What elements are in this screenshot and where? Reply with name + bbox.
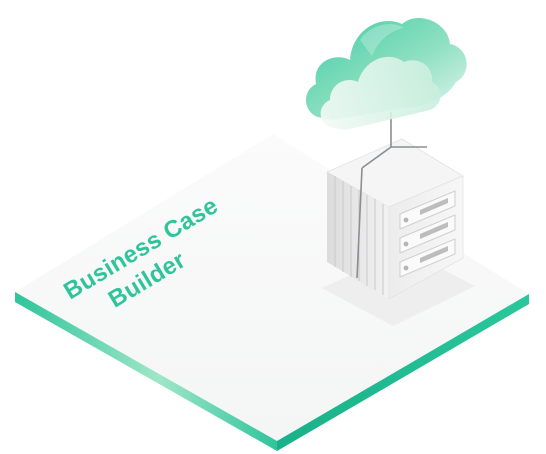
- platform-edge-left: [15, 292, 277, 451]
- server-drive-bays: [399, 190, 456, 278]
- cloud-front: [320, 56, 441, 130]
- platform-top: [15, 134, 529, 441]
- server-icon: [326, 138, 464, 300]
- platform-edge-right: [277, 294, 529, 451]
- cloud-highlight: [360, 24, 404, 56]
- cloud-icon: [305, 17, 467, 130]
